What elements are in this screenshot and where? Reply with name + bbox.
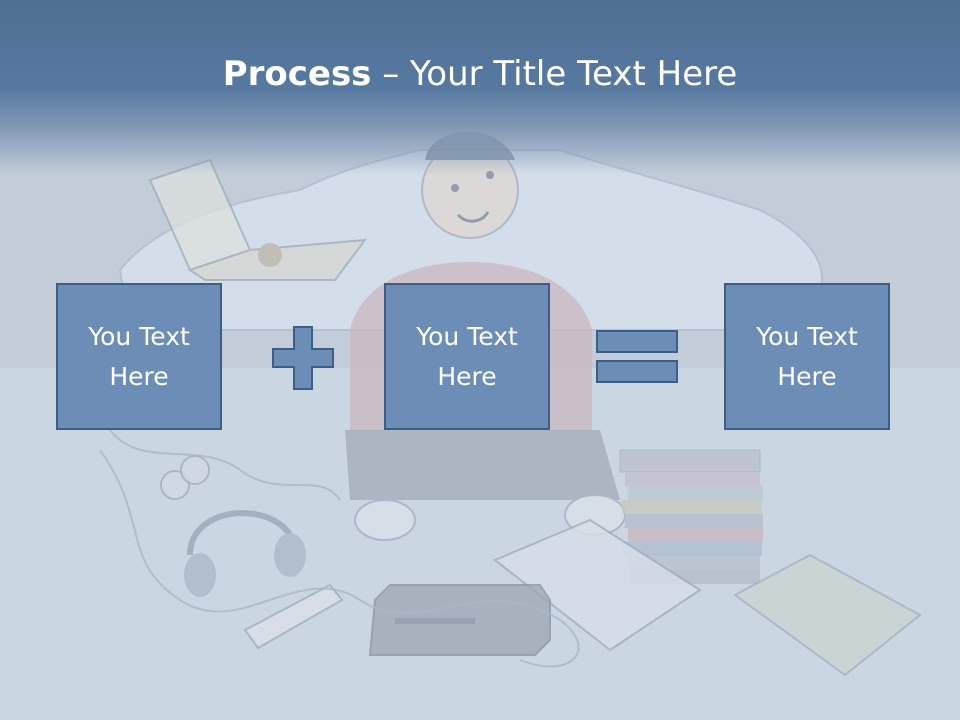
headphones-icon (184, 510, 306, 597)
title-rest: – Your Title Text Here (371, 54, 738, 94)
cd-stack-icon (619, 449, 763, 584)
process-box-1[interactable]: You Text Here (56, 283, 222, 430)
equals-icon (596, 330, 678, 383)
pizza-box-icon (148, 158, 368, 281)
plus-icon (272, 326, 334, 390)
slide-title: Process – Your Title Text Here (0, 48, 960, 100)
process-box-2[interactable]: You Text Here (384, 283, 550, 430)
process-box-3[interactable]: You Text Here (724, 283, 890, 430)
title-band (0, 0, 960, 175)
title-strong: Process (222, 54, 372, 94)
